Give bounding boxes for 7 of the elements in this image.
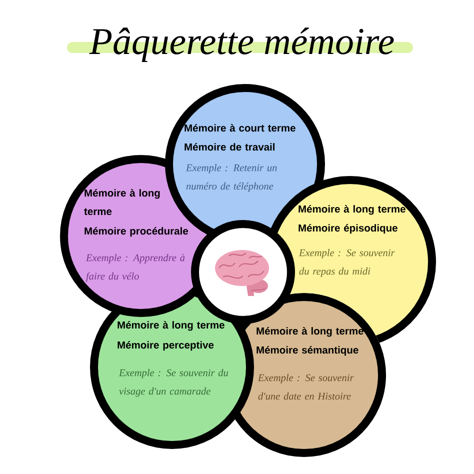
- heading: Mémoire de travail: [184, 143, 275, 151]
- example-text: Exemple : Apprendre à faire du vélo: [86, 254, 185, 282]
- heading: Mémoire procédurale: [84, 227, 188, 237]
- title: Pâquerette mémoire: [67, 28, 413, 62]
- example-text: Exemple : Retenir un numéro de téléphone: [186, 164, 277, 192]
- heading: Mémoire à long terme: [84, 189, 160, 216]
- heading: Mémoire à court terme: [184, 124, 296, 132]
